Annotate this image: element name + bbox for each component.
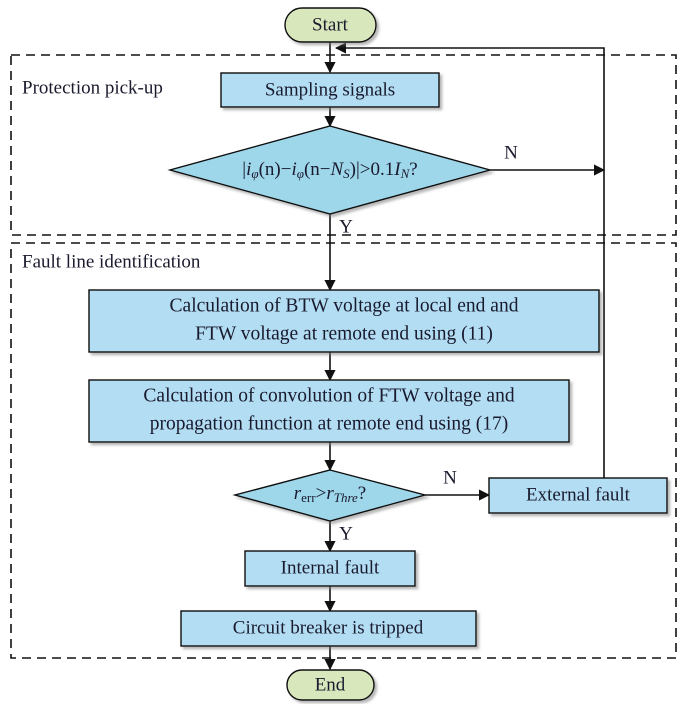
node-internal-fault: Internal fault [244, 550, 416, 587]
internal-fault-label: Internal fault [281, 557, 380, 578]
node-calc-btw-ftw-voltage: Calculation of BTW voltage at local end … [88, 289, 600, 353]
node-start: Start [284, 7, 377, 43]
sampling-label: Sampling signals [265, 79, 395, 100]
calc2-line2: propagation function at remote end using… [150, 413, 508, 434]
node-circuit-breaker-tripped: Circuit breaker is tripped [180, 610, 477, 647]
end-label: End [315, 674, 346, 695]
region-protection-pickup [10, 54, 677, 236]
start-label: Start [312, 14, 349, 35]
calc1-shape [88, 289, 600, 353]
node-sampling-signals: Sampling signals [220, 72, 440, 108]
internal-fault-shape [244, 550, 416, 587]
decision1-yes-label: Y [339, 216, 353, 237]
region-label-protection-pickup: Protection pick-up [22, 77, 163, 98]
calc2-line1: Calculation of convolution of FTW voltag… [143, 385, 514, 406]
decision1-shape [167, 125, 493, 215]
decision2-shape [232, 469, 428, 522]
calc2-shape [88, 379, 570, 443]
calc1-line2: FTW voltage at remote end using (11) [195, 323, 493, 344]
sampling-shape [220, 72, 440, 108]
edge-external-fault-feedback [334, 42, 605, 478]
calc1-line1: Calculation of BTW voltage at local end … [170, 295, 519, 316]
end-shape [286, 669, 375, 701]
external-fault-label: External fault [526, 484, 631, 505]
node-decision-pickup-threshold: |iφ(n)−iφ(n−NS)|>0.1IN? [167, 125, 493, 215]
decision2-no-label: N [443, 467, 457, 488]
external-fault-shape [488, 477, 668, 514]
node-decision-rerr-threshold: rerr>rThre? [232, 469, 428, 522]
decision2-formula: rerr>rThre? [294, 483, 366, 504]
region-fault-line-identification [10, 242, 677, 659]
node-calc-convolution-propagation: Calculation of convolution of FTW voltag… [88, 379, 570, 443]
node-external-fault: External fault [488, 477, 668, 514]
decision2-yes-label: Y [339, 523, 353, 544]
start-shape [284, 7, 377, 43]
decision1-formula: |iφ(n)−iφ(n−NS)|>0.1IN? [242, 159, 417, 180]
breaker-shape [180, 610, 477, 647]
decision1-no-label: N [504, 142, 518, 163]
node-end: End [286, 669, 375, 701]
region-label-fault-line-identification: Fault line identification [22, 251, 201, 272]
breaker-label: Circuit breaker is tripped [233, 617, 424, 638]
